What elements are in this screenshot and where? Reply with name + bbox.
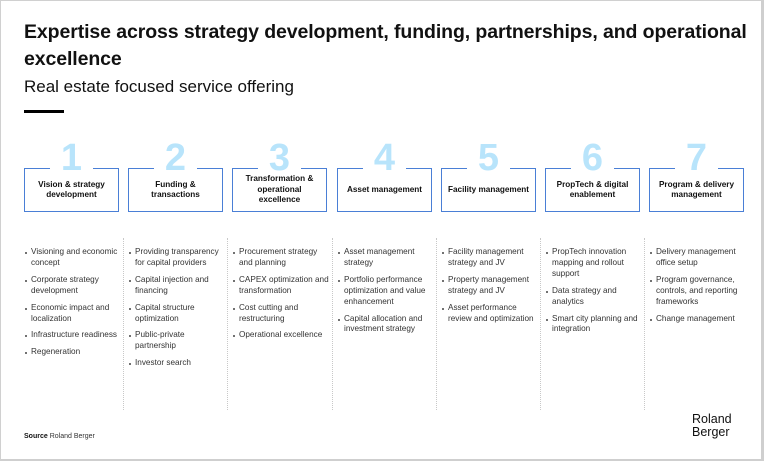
list-item: Property management strategy and JV: [441, 275, 539, 297]
title-underline: [24, 110, 64, 113]
source-value: Roland Berger: [49, 433, 95, 440]
column-divider: [540, 238, 541, 410]
page-title: Expertise across strategy development, f…: [24, 21, 747, 70]
logo-line-1: Roland: [692, 412, 732, 426]
step-number: 2: [164, 137, 187, 179]
list-item: Program governance, controls, and report…: [649, 275, 747, 308]
list-item: Data strategy and analytics: [545, 286, 643, 308]
step-number: 3: [268, 137, 291, 179]
column-divider: [332, 238, 333, 410]
list-item: Economic impact and localization: [24, 303, 122, 325]
column-divider: [123, 238, 124, 410]
column-heading: Asset management: [346, 184, 423, 194]
service-list: Facility management strategy and JV Prope…: [441, 247, 539, 330]
border-gap: [258, 166, 301, 171]
page-header: Expertise across strategy development, f…: [24, 19, 754, 97]
border-gap: [571, 166, 614, 171]
list-item: Portfolio performance optimization and v…: [337, 275, 435, 308]
list-item: Smart city planning and integration: [545, 314, 643, 336]
column-heading: PropTech & digital enablement: [556, 179, 629, 200]
list-item: PropTech innovation mapping and rollout …: [545, 247, 643, 280]
border-gap: [154, 166, 197, 171]
list-item: Capital allocation and investment strate…: [337, 314, 435, 336]
page-subtitle: Real estate focused service offering: [24, 77, 294, 96]
source-note: Source Roland Berger: [24, 433, 95, 440]
list-item: Facility management strategy and JV: [441, 247, 539, 269]
list-item: Public-private partnership: [128, 330, 226, 352]
step-number: 6: [581, 137, 604, 179]
step-number: 5: [477, 137, 500, 179]
column-heading: Funding & transactions: [151, 179, 200, 200]
list-item: Visioning and economic concept: [24, 247, 122, 269]
step-number: 4: [373, 137, 396, 179]
list-item: Cost cutting and restructuring: [232, 303, 330, 325]
step-number: 1: [60, 137, 83, 179]
list-item: Procurement strategy and planning: [232, 247, 330, 269]
column-divider: [436, 238, 437, 410]
source-label: Source: [24, 433, 48, 440]
column-heading: Facility management: [448, 184, 529, 194]
list-item: Regeneration: [24, 347, 122, 358]
border-gap: [467, 166, 510, 171]
list-item: CAPEX optimization and transformation: [232, 275, 330, 297]
list-item: Asset management strategy: [337, 247, 435, 269]
list-item: Capital injection and financing: [128, 275, 226, 297]
border-gap: [50, 166, 93, 171]
list-item: Corporate strategy development: [24, 275, 122, 297]
step-number: 7: [685, 137, 708, 179]
list-item: Delivery management office setup: [649, 247, 747, 269]
list-item: Infrastructure readiness: [24, 330, 122, 341]
column-heading: Transformation & operational excellence: [245, 174, 314, 205]
list-item: Investor search: [128, 358, 226, 369]
list-item: Capital structure optimization: [128, 303, 226, 325]
column-divider: [644, 238, 645, 410]
list-item: Asset performance review and optimizatio…: [441, 303, 539, 325]
logo-line-2: Berger: [692, 425, 730, 439]
border-gap: [675, 166, 718, 171]
service-list: Providing transparency for capital provi…: [128, 247, 226, 375]
column-heading: Vision & strategy development: [38, 179, 105, 200]
column-divider: [227, 238, 228, 410]
list-item: Operational excellence: [232, 330, 330, 341]
service-list: PropTech innovation mapping and rollout …: [545, 247, 643, 341]
list-item: Change management: [649, 314, 747, 325]
column-heading: Program & delivery management: [658, 179, 735, 200]
border-gap: [363, 166, 406, 171]
list-item: Providing transparency for capital provi…: [128, 247, 226, 269]
